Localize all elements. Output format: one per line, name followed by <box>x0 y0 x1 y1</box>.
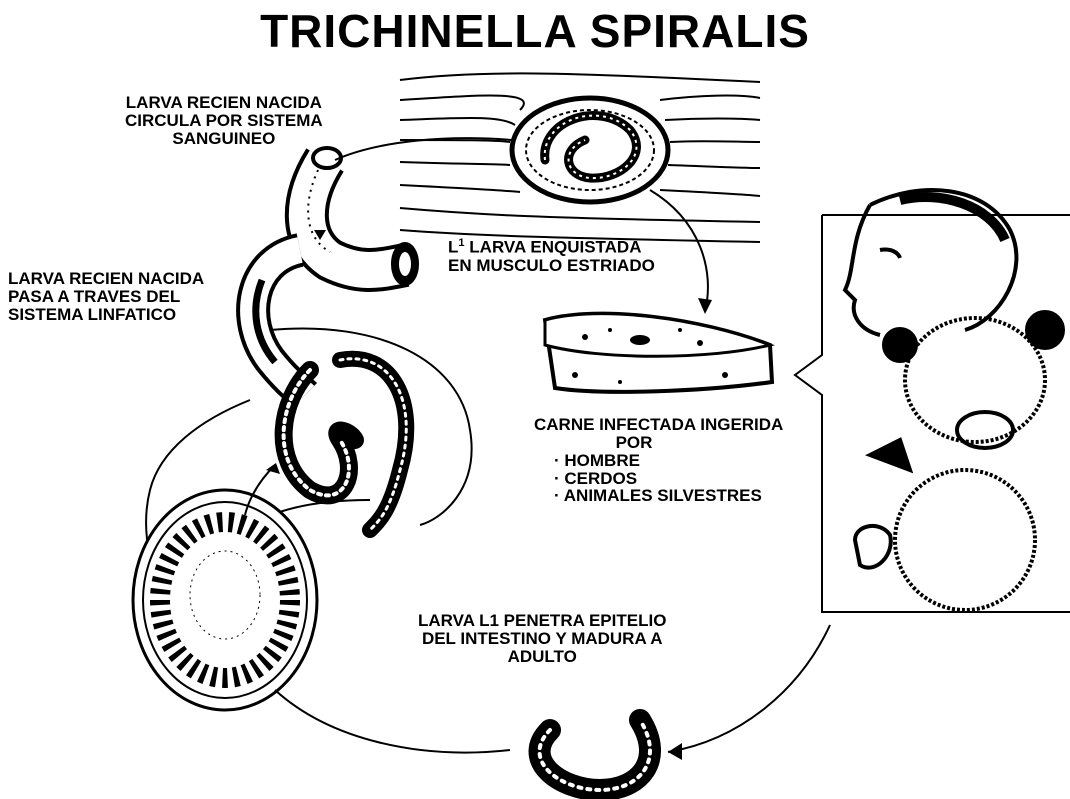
label-larva-muscle: L1 LARVA ENQUISTADA EN MUSCULO ESTRIADO <box>448 238 655 274</box>
label-meat: CARNE INFECTADA INGERIDA POR HOMBRE CERD… <box>534 416 783 505</box>
label-larva-blood-line: SANGUINEO <box>125 130 323 148</box>
bear-head-illustration <box>884 312 1063 448</box>
label-larva-blood: LARVA RECIEN NACIDA CIRCULA POR SISTEMA … <box>125 94 323 148</box>
blood-vessel <box>307 148 417 284</box>
label-larva-lymph: LARVA RECIEN NACIDA PASA A TRAVES DEL SI… <box>8 270 204 324</box>
diagram-title: TRICHINELLA SPIRALIS <box>0 8 1070 54</box>
pig-illustration <box>855 440 1035 610</box>
label-larva-lymph-line: LARVA RECIEN NACIDA <box>8 270 204 288</box>
label-larva-lymph-line: PASA A TRAVES DEL <box>8 288 204 306</box>
label-meat-line: POR <box>534 434 734 452</box>
label-larva-blood-line: CIRCULA POR SISTEMA <box>125 112 323 130</box>
label-larva-lymph-line: SISTEMA LINFATICO <box>8 306 204 324</box>
label-meat-line: CARNE INFECTADA INGERIDA <box>534 416 783 434</box>
label-larva-muscle-line: LARVA ENQUISTADA <box>469 238 641 257</box>
label-larva-muscle-line: EN MUSCULO ESTRIADO <box>448 257 655 275</box>
label-intestine: LARVA L1 PENETRA EPITELIO DEL INTESTINO … <box>418 612 666 666</box>
label-larva-stage-prefix: L <box>448 238 458 257</box>
host-list-item: ANIMALES SILVESTRES <box>554 487 783 505</box>
label-intestine-line: ADULTO <box>418 648 666 666</box>
host-list: HOMBRE CERDOS ANIMALES SILVESTRES <box>554 452 783 506</box>
arrow-hosts-to-adult <box>668 625 830 752</box>
newborn-larvae <box>284 359 407 530</box>
host-list-item: HOMBRE <box>554 452 783 470</box>
hosts-panel <box>795 215 1070 612</box>
label-intestine-line: DEL INTESTINO Y MADURA A <box>418 630 666 648</box>
human-head-illustration <box>845 190 1016 335</box>
intestine-cross-section <box>133 490 317 710</box>
muscle-cyst <box>512 98 668 202</box>
label-larva-blood-line: LARVA RECIEN NACIDA <box>125 94 323 112</box>
label-intestine-line: LARVA L1 PENETRA EPITELIO <box>418 612 666 630</box>
arrow-adult-to-intestine <box>275 690 510 753</box>
label-larva-stage: 1 <box>458 237 464 249</box>
arrow-cyst-to-meat <box>650 190 708 312</box>
host-list-item: CERDOS <box>554 470 783 488</box>
adult-worm <box>540 720 650 790</box>
infected-meat <box>545 314 772 392</box>
